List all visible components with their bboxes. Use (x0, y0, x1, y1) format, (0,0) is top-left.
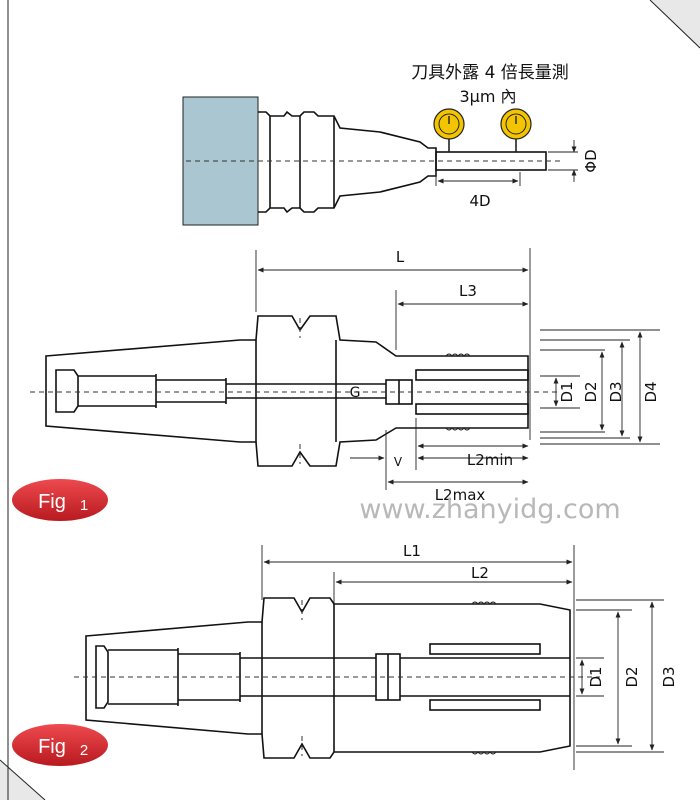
label-D4: D4 (642, 381, 660, 402)
holder-outline (258, 110, 437, 214)
label-D1: D1 (587, 666, 605, 687)
label-D1: D1 (558, 381, 576, 402)
runout-tolerance: 3μm 內 (459, 87, 516, 106)
label-L1: L1 (403, 542, 421, 560)
fig1-drawing: L L3 G D1 (12, 248, 660, 521)
runout-measurement-diagram: 刀具外露 4 倍長量測 3μm 內 4D ΦD (182, 63, 600, 226)
thread-mark (471, 751, 497, 755)
label-D3: D3 (660, 666, 678, 687)
fig2-badge-text: Fig (38, 736, 66, 758)
label-L2: L2 (471, 564, 489, 582)
label-D2: D2 (623, 666, 641, 687)
label-L2min: L2min (467, 451, 513, 469)
fig1-badge-text: Fig (38, 491, 66, 513)
fig2-badge-number: 2 (80, 742, 88, 759)
fig1-holder-outline (45, 315, 529, 467)
label-V: V (394, 455, 403, 469)
label-L3: L3 (459, 282, 477, 300)
label-D2: D2 (582, 381, 600, 402)
thread-mark (471, 601, 497, 605)
corner-edge-top (649, 0, 700, 49)
collet-upper (429, 643, 541, 655)
label-L2max: L2max (435, 486, 486, 504)
pull-stud-bore (55, 369, 79, 413)
dial-gauge-left (433, 108, 465, 152)
collet-lower (429, 699, 541, 711)
label-G: G (350, 385, 361, 401)
collet-upper (415, 369, 529, 381)
corner-edge-bottom (0, 759, 46, 800)
fig2-holder-outline (85, 597, 571, 759)
fig2-badge: Fig 2 (12, 724, 108, 766)
thread-mark (445, 427, 471, 431)
fig2-drawing: L1 L2 D1 D2 (12, 542, 678, 770)
thread-mark (445, 353, 471, 357)
runout-heading: 刀具外露 4 倍長量測 (411, 63, 569, 83)
fig1-badge: Fig 1 (12, 479, 108, 521)
label-D3: D3 (607, 381, 625, 402)
machine-spindle (182, 96, 259, 226)
dial-gauge-right (500, 108, 532, 152)
label-L: L (396, 248, 405, 266)
pull-stud-bore (95, 645, 109, 709)
watermark-text: www.zhanyidg.com (359, 494, 620, 525)
collet-lower (415, 403, 529, 415)
label-phi-d: ΦD (582, 149, 600, 172)
label-4d: 4D (469, 192, 490, 210)
fig1-badge-number: 1 (80, 497, 88, 514)
